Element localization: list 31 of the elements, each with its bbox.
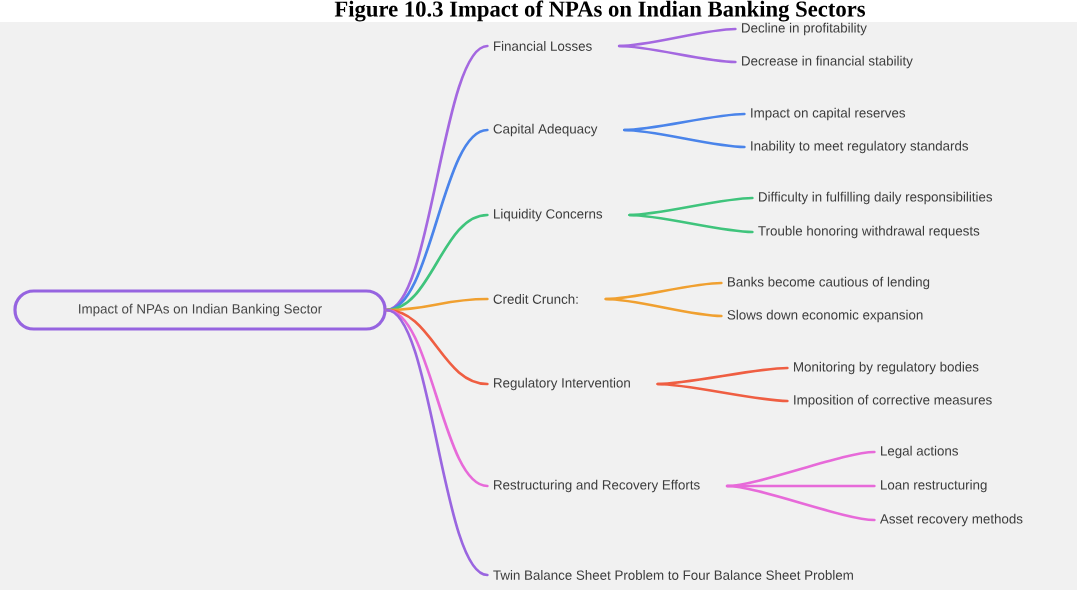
central-topic: Impact of NPAs on Indian Banking Sector — [13, 289, 387, 331]
branch-line — [385, 213, 489, 312]
subtopic: Trouble honoring withdrawal requests — [758, 225, 980, 239]
subtopic: Inability to meet regulatory standards — [751, 140, 969, 154]
subtopic: Difficulty in fulfilling daily responsibilities — [759, 191, 993, 205]
branch-line — [623, 128, 746, 149]
subtopic: Monitoring by regulatory bodies — [794, 361, 979, 375]
branch-line — [617, 44, 737, 64]
figure-title: Figure 10.3 Impact of NPAs on Indian Banking Sectors — [334, 0, 866, 22]
branch-topic: Restructuring and Recovery Efforts — [494, 479, 700, 493]
branch-line — [604, 297, 723, 318]
subtopic: Loan restructuring — [881, 479, 987, 493]
subtopic: Banks become cautious of lending — [728, 276, 930, 290]
subtopic: Decline in profitability — [742, 22, 867, 36]
branch-topic: Financial Losses — [494, 41, 592, 51]
subtopic: Impact on capital reserves — [751, 107, 906, 121]
subtopic: Slows down economic expansion — [727, 309, 923, 323]
branch-line — [628, 213, 754, 234]
branch-line — [656, 382, 789, 403]
branch-topic: Credit Crunch: — [493, 294, 578, 304]
branch-line — [385, 44, 489, 312]
branch-topic: Capital Adequacy — [493, 123, 598, 137]
subtopic: Imposition of corrective measures — [794, 394, 992, 408]
subtopic: Asset recovery methods — [879, 513, 1023, 527]
branch-topic: Twin Balance Sheet Problem to Four Balance Sheet Problem — [493, 570, 853, 580]
subtopic: Decrease in financial stability — [742, 55, 913, 69]
branch-topic: Liquidity Concerns — [494, 208, 603, 222]
branch-topic: Regulatory Intervention — [494, 377, 630, 391]
subtopic: Legal actions — [881, 445, 958, 459]
branch-line — [385, 308, 489, 577]
branch-line — [725, 484, 876, 522]
